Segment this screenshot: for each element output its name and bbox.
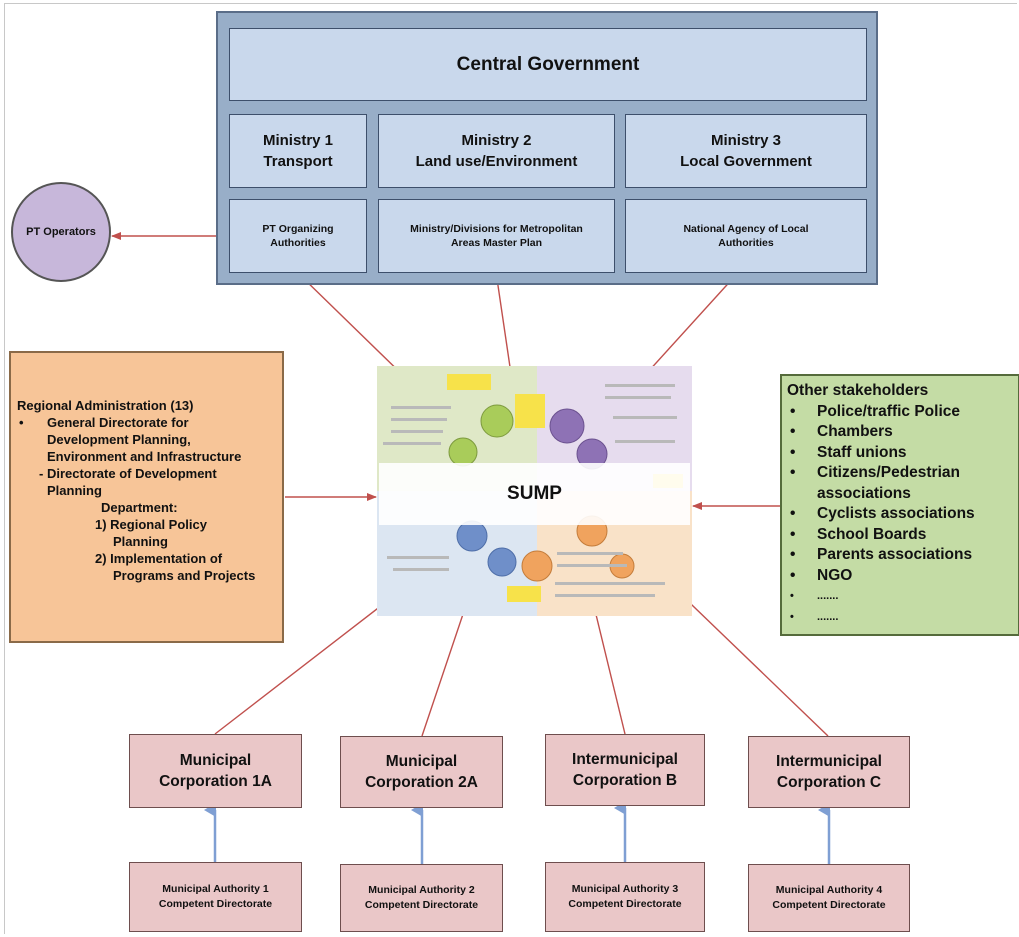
regional-line: Department: — [101, 500, 178, 515]
sump-milestone-box — [507, 586, 541, 602]
national-agency-local-authorities: National Agency of Local Authorities — [625, 199, 867, 273]
regional-line: 1) Regional Policy — [95, 517, 207, 532]
sump-milestone-box — [447, 374, 491, 390]
intermunicipal-corporation-c: Intermunicipal Corporation C — [748, 736, 910, 808]
pt-operators-node: PT Operators — [11, 182, 111, 282]
municipal-authority-2: Municipal Authority 2 Competent Director… — [340, 864, 503, 932]
sump-milestone-box — [515, 394, 545, 428]
stakeholder-item: Staff unions — [787, 443, 1014, 464]
ministry-local-government: Ministry 3 Local Government — [625, 114, 867, 188]
regional-bullet: • — [19, 415, 24, 430]
sump-title: SUMP — [507, 483, 562, 504]
sump-step-circle — [521, 550, 553, 582]
regional-line: 2) Implementation of — [95, 551, 223, 566]
sump-text-lines — [383, 384, 677, 597]
central-government-title: Central Government — [229, 28, 867, 101]
stakeholder-item: Cyclists associations — [787, 504, 1014, 525]
regional-line: General Directorate for — [47, 415, 189, 430]
stakeholders-title: Other stakeholders — [787, 382, 929, 399]
sump-step-circle — [549, 408, 585, 444]
other-stakeholders-box: Other stakeholders Police/traffic Police… — [780, 374, 1019, 636]
stakeholder-item: Chambers — [787, 422, 1014, 443]
sump-label-band: SUMP — [379, 463, 690, 525]
municipal-authority-3: Municipal Authority 3 Competent Director… — [545, 862, 705, 932]
municipal-authority-1: Municipal Authority 1 Competent Director… — [129, 862, 302, 932]
stakeholder-item: Citizens/Pedestrian associations — [787, 463, 1014, 504]
sump-step-circle — [448, 437, 478, 467]
sump-step-circle — [456, 520, 488, 552]
sump-cycle-icons — [383, 374, 683, 602]
regional-line: - Directorate of Development — [39, 466, 217, 481]
regional-line: Regional Administration (13) — [17, 398, 194, 413]
stakeholders-list: Police/traffic Police Chambers Staff uni… — [787, 402, 1014, 628]
regional-line: Programs and Projects — [113, 568, 256, 583]
regional-line: Planning — [113, 534, 168, 549]
stakeholder-item: ....... — [787, 607, 1014, 628]
stakeholder-item: Police/traffic Police — [787, 402, 1014, 423]
pt-organizing-authorities: PT Organizing Authorities — [229, 199, 367, 273]
municipal-corporation-1a: Municipal Corporation 1A — [129, 734, 302, 808]
ministry-land-use: Ministry 2 Land use/Environment — [378, 114, 615, 188]
municipal-authority-4: Municipal Authority 4 Competent Director… — [748, 864, 910, 932]
stakeholder-item: School Boards — [787, 525, 1014, 546]
sump-step-circle — [480, 404, 514, 438]
stakeholder-item: Parents associations — [787, 545, 1014, 566]
regional-line: Development Planning, — [47, 432, 191, 447]
intermunicipal-corporation-b: Intermunicipal Corporation B — [545, 734, 705, 806]
diagram-frame — [4, 3, 1017, 934]
pt-operators-label: PT Operators — [26, 226, 96, 238]
municipal-corporation-2a: Municipal Corporation 2A — [340, 736, 503, 808]
stakeholder-item: NGO — [787, 566, 1014, 587]
sump-step-circle — [487, 547, 517, 577]
stakeholder-item: ....... — [787, 586, 1014, 607]
sump-cycle-graphic: SUMP — [377, 366, 692, 616]
ministry-transport: Ministry 1 Transport — [229, 114, 367, 188]
metropolitan-master-plan-divisions: Ministry/Divisions for Metropolitan Area… — [378, 199, 615, 273]
regional-administration-box: Regional Administration (13) • General D… — [9, 351, 284, 643]
regional-line: Environment and Infrastructure — [47, 449, 242, 464]
central-government-panel: Central Government Ministry 1 Transport … — [216, 11, 878, 285]
regional-line: Planning — [47, 483, 102, 498]
